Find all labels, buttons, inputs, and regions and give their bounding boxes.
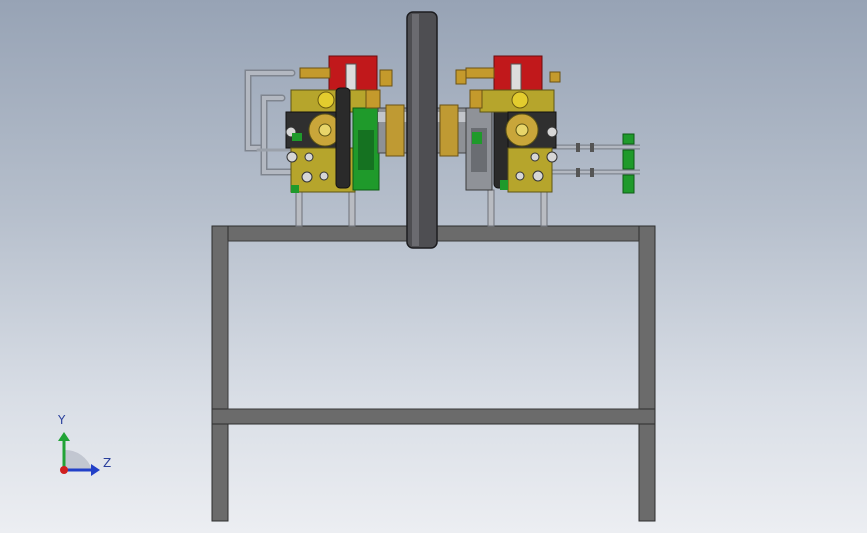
x-axis-dot [60,466,68,474]
stand-frame[interactable] [211,225,656,522]
right-engine[interactable] [455,55,561,193]
frame-middle-rail[interactable] [211,408,656,425]
left-engine[interactable] [285,55,393,193]
y-axis-arrow-head [58,432,70,441]
flywheel[interactable] [406,11,438,249]
frame-inner-top [227,240,640,410]
z-axis-arrow-head [91,464,100,476]
right-piping[interactable] [548,143,640,177]
z-axis-label: Z [103,456,112,470]
frame-left-leg[interactable] [211,225,229,522]
y-axis-label: Y [58,413,66,427]
frame-right-leg[interactable] [638,225,656,522]
right-green-brackets[interactable] [622,133,635,194]
left-piping[interactable] [244,69,304,176]
orientation-triad[interactable] [58,432,100,476]
support-posts [295,189,548,227]
